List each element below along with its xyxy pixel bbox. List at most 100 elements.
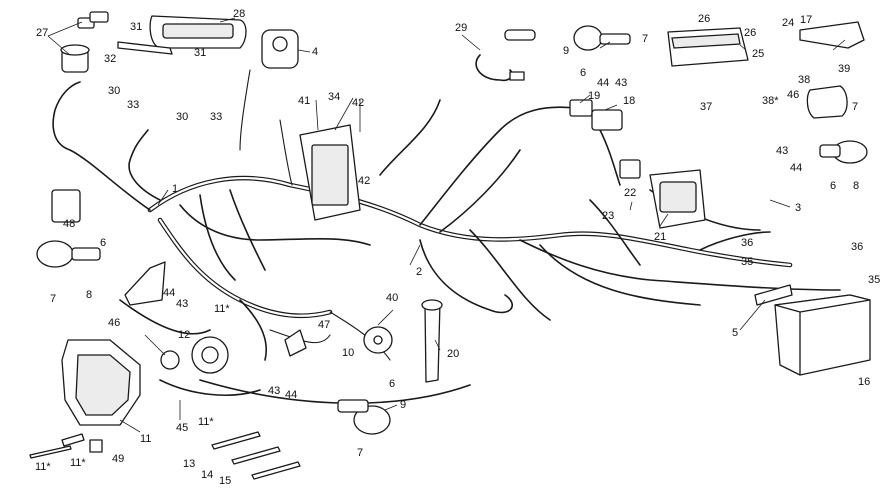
callout-33-b: 33 xyxy=(210,111,222,123)
callout-6-top: 6 xyxy=(580,67,586,79)
callout-7-left: 7 xyxy=(50,293,56,305)
callout-26-b: 26 xyxy=(744,27,756,39)
battery-strap xyxy=(754,284,793,306)
callout-25: 25 xyxy=(752,48,764,60)
callout-2: 2 xyxy=(416,266,422,278)
callout-43-bottom: 43 xyxy=(268,385,280,397)
callout-27: 27 xyxy=(36,27,48,39)
indicator-left xyxy=(36,240,101,268)
starter-relay xyxy=(619,159,706,229)
indicator-lower xyxy=(337,399,391,435)
ignition-coil xyxy=(421,299,443,383)
callout-16: 16 xyxy=(858,376,870,388)
callout-3: 3 xyxy=(795,202,801,214)
callout-38-star: 38* xyxy=(762,95,779,107)
callout-24: 24 xyxy=(782,17,794,29)
callout-6-right: 6 xyxy=(830,180,836,192)
callout-47: 47 xyxy=(318,319,330,331)
callout-44-left: 44 xyxy=(163,287,175,299)
callout-9-bottom: 9 xyxy=(400,399,406,411)
callout-28: 28 xyxy=(233,8,245,20)
indicator-top xyxy=(573,25,631,51)
instrument-cluster xyxy=(149,15,247,49)
callout-30: 30 xyxy=(108,85,120,97)
callout-18: 18 xyxy=(623,95,635,107)
callout-7-right: 7 xyxy=(852,101,858,113)
callout-30-b: 30 xyxy=(176,111,188,123)
callout-34: 34 xyxy=(328,91,340,103)
callout-11: 11 xyxy=(140,433,151,445)
callout-14: 14 xyxy=(201,469,213,481)
callout-48: 48 xyxy=(63,218,75,230)
callout-44-bottom: 44 xyxy=(285,389,297,401)
callout-9-top: 9 xyxy=(563,45,569,57)
cluster-bracket xyxy=(117,41,173,55)
relay-connectors xyxy=(569,99,623,131)
indicator-right xyxy=(819,140,868,164)
callout-43-left: 43 xyxy=(176,298,188,310)
callout-37: 37 xyxy=(700,101,712,113)
callout-5: 5 xyxy=(732,327,738,339)
headlight-fixing-screws xyxy=(29,433,103,459)
callout-21: 21 xyxy=(654,231,666,243)
callout-31: 31 xyxy=(130,21,142,33)
horn xyxy=(363,326,393,354)
handlebar-switch xyxy=(261,29,299,69)
callout-35: 35 xyxy=(741,256,753,268)
callout-4: 4 xyxy=(312,46,318,58)
callout-31-b: 31 xyxy=(194,47,206,59)
callout-7-top: 7 xyxy=(642,33,648,45)
callout-35-b: 35 xyxy=(868,274,880,286)
brackets xyxy=(124,261,307,357)
callout-43-top: 43 xyxy=(615,77,627,89)
callout-17: 17 xyxy=(800,14,812,26)
callout-41: 41 xyxy=(298,95,310,107)
callout-44-top: 44 xyxy=(597,77,609,89)
cable-ties xyxy=(211,431,301,480)
callout-11-star-left: 11* xyxy=(35,461,51,473)
bulb-holder xyxy=(160,336,229,374)
rear-indicator-holder xyxy=(799,21,865,49)
callout-20: 20 xyxy=(447,348,459,360)
callout-36-b: 36 xyxy=(851,241,863,253)
callout-6-bottom: 6 xyxy=(389,378,395,390)
callout-11-star-mid: 11* xyxy=(198,416,214,428)
ignition-switch-keys xyxy=(60,11,109,73)
battery xyxy=(774,294,871,376)
cdi-module xyxy=(667,27,749,67)
callout-11-star-left-b: 11* xyxy=(70,457,86,469)
callout-29: 29 xyxy=(455,22,467,34)
callout-26: 26 xyxy=(698,13,710,25)
leader-lines xyxy=(47,17,846,433)
callout-39: 39 xyxy=(838,63,850,75)
callout-10: 10 xyxy=(342,347,354,359)
callout-7-bottom: 7 xyxy=(357,447,363,459)
callout-11-star-top: 11* xyxy=(214,303,230,315)
callout-45: 45 xyxy=(176,422,188,434)
callout-44-right: 44 xyxy=(790,162,802,174)
sensor-cable xyxy=(475,29,536,82)
callout-38: 38 xyxy=(798,74,810,86)
callout-15: 15 xyxy=(219,475,231,487)
callout-49: 49 xyxy=(112,453,124,465)
callout-46-right: 46 xyxy=(787,89,799,101)
callout-13: 13 xyxy=(183,458,195,470)
headlight xyxy=(61,339,141,426)
tail-light xyxy=(806,85,848,119)
callout-19: 19 xyxy=(588,90,600,102)
callout-40: 40 xyxy=(386,292,398,304)
callout-36: 36 xyxy=(741,237,753,249)
callout-32: 32 xyxy=(104,53,116,65)
callout-23: 23 xyxy=(602,210,614,222)
callout-46-left: 46 xyxy=(108,317,120,329)
callout-6-left: 6 xyxy=(100,237,106,249)
callout-42: 42 xyxy=(352,97,364,109)
callout-labels: 27 28 31 31 32 30 33 30 33 4 29 9 7 26 2… xyxy=(35,8,880,487)
callout-8-left: 8 xyxy=(86,289,92,301)
callout-43-right: 43 xyxy=(776,145,788,157)
flasher-unit xyxy=(51,189,81,223)
callout-1: 1 xyxy=(172,183,178,195)
callout-12: 12 xyxy=(178,329,190,341)
